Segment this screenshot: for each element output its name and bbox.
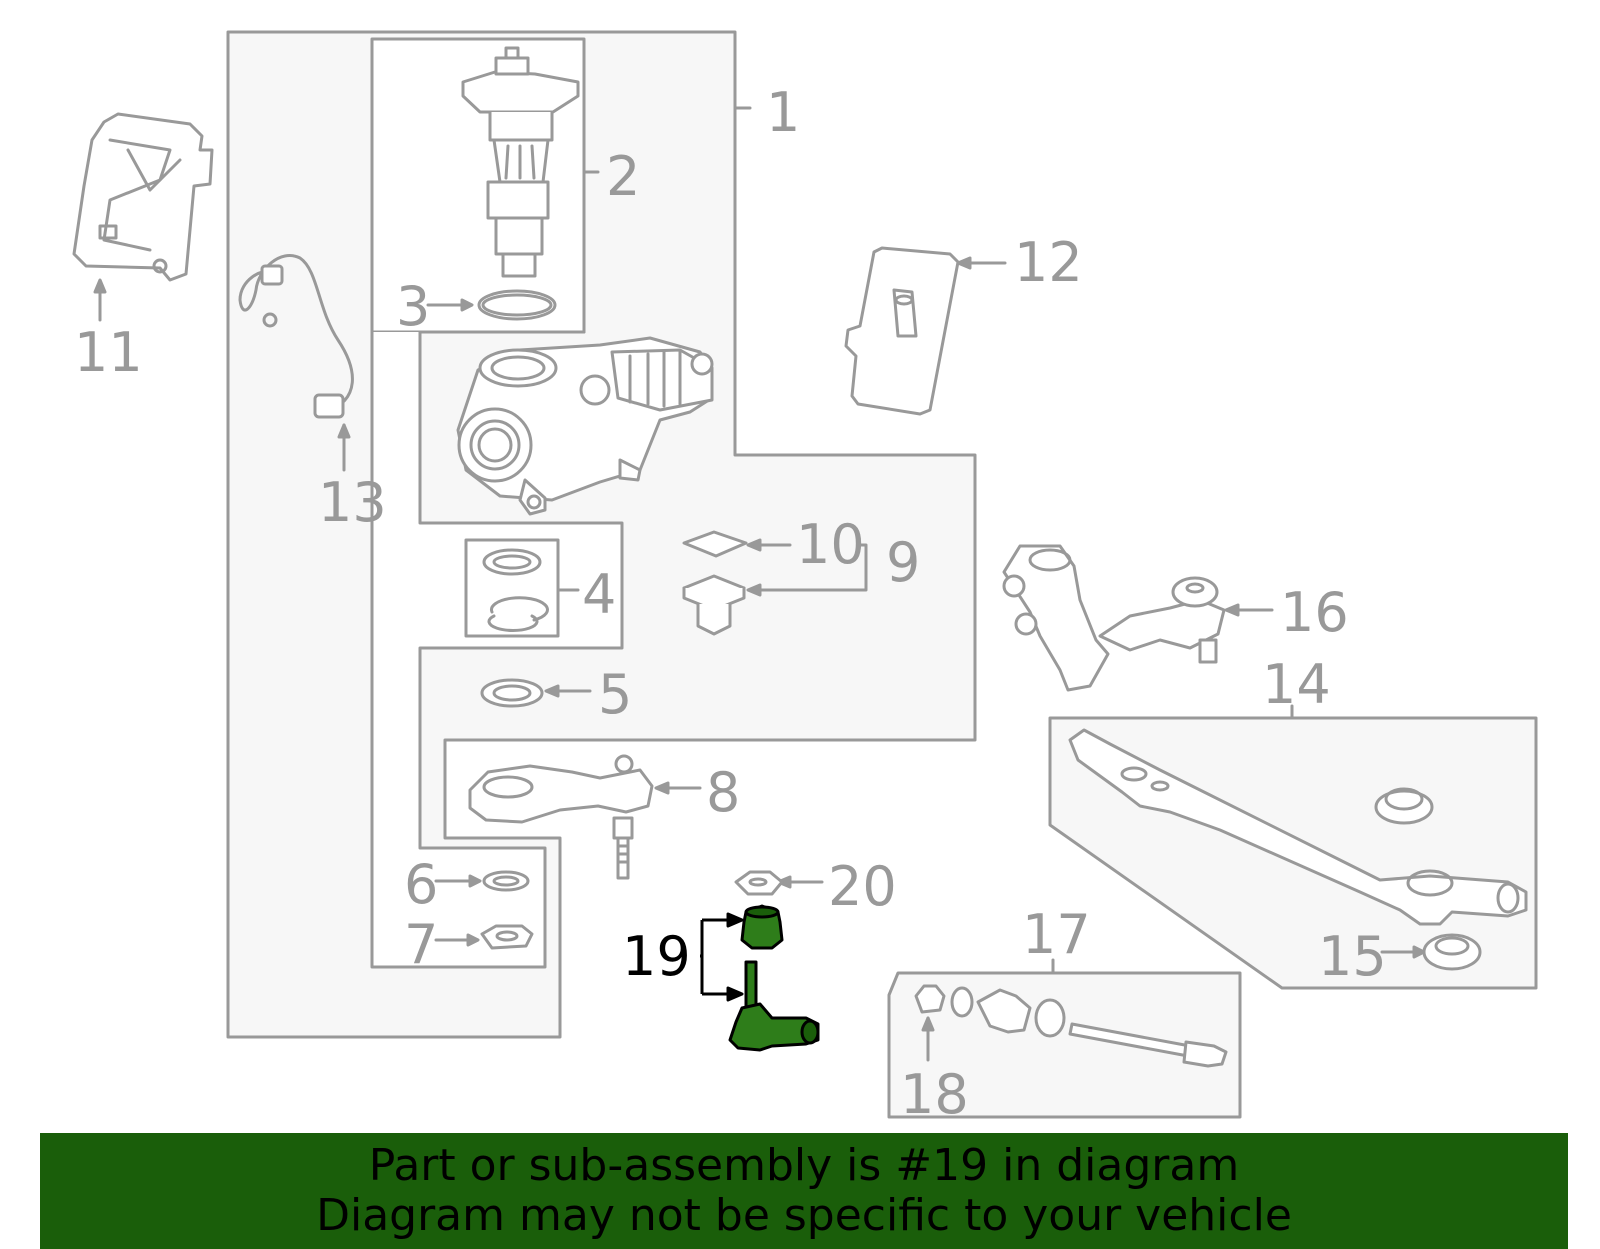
part-7-nut [480,924,534,950]
callout-20: 20 [828,855,897,918]
callout-10: 10 [796,513,865,576]
part-17-tie-rod-kit [914,984,1228,1068]
part-20-nut [734,870,784,896]
callout-19: 19 [622,925,691,988]
callout-17: 17 [1022,903,1091,966]
part-5-seal [480,678,544,708]
part-11-bracket [72,112,214,282]
tie-rod-17-panel [887,971,1242,1119]
callout-18: 18 [900,1063,969,1126]
steering-gear-housing [456,336,714,516]
callout-8: 8 [706,761,741,824]
part-4-seals [482,548,549,632]
callout-12: 12 [1014,231,1083,294]
info-footer: Part or sub-assembly is #19 in diagram D… [40,1133,1568,1249]
callout-6: 6 [404,853,439,916]
part-6-washer [482,870,530,892]
callout-7: 7 [404,913,439,976]
part-19-tie-rod-end [728,960,820,1052]
callout-2: 2 [606,145,641,208]
part-15-bushing [1422,933,1482,971]
callout-5: 5 [598,663,633,726]
footer-line-1: Part or sub-assembly is #19 in diagram [368,1140,1240,1191]
part-13-hose [238,254,354,419]
part-14-relay-rod [1068,728,1528,926]
part-10-plate [682,530,748,558]
callout-4: 4 [582,563,617,626]
footer-line-2: Diagram may not be specific to your vehi… [316,1190,1292,1241]
part-12-plate [844,246,960,416]
part-14-bushing [1374,789,1434,825]
callout-9: 9 [886,531,921,594]
callout-1: 1 [766,81,801,144]
callout-13: 13 [318,471,387,534]
callout-15: 15 [1318,925,1387,988]
callout-14: 14 [1262,653,1331,716]
part-16-idler-arm [1002,544,1226,692]
part-9-adjuster [682,574,746,636]
part-8-pitman-arm [468,754,654,880]
callout-3: 3 [396,275,431,338]
callout-16: 16 [1280,581,1349,644]
part-2-valve-shaft [461,46,580,278]
part-19-highlighted [700,904,820,1052]
gear-housing-region [370,330,624,969]
callout-11: 11 [74,321,143,384]
